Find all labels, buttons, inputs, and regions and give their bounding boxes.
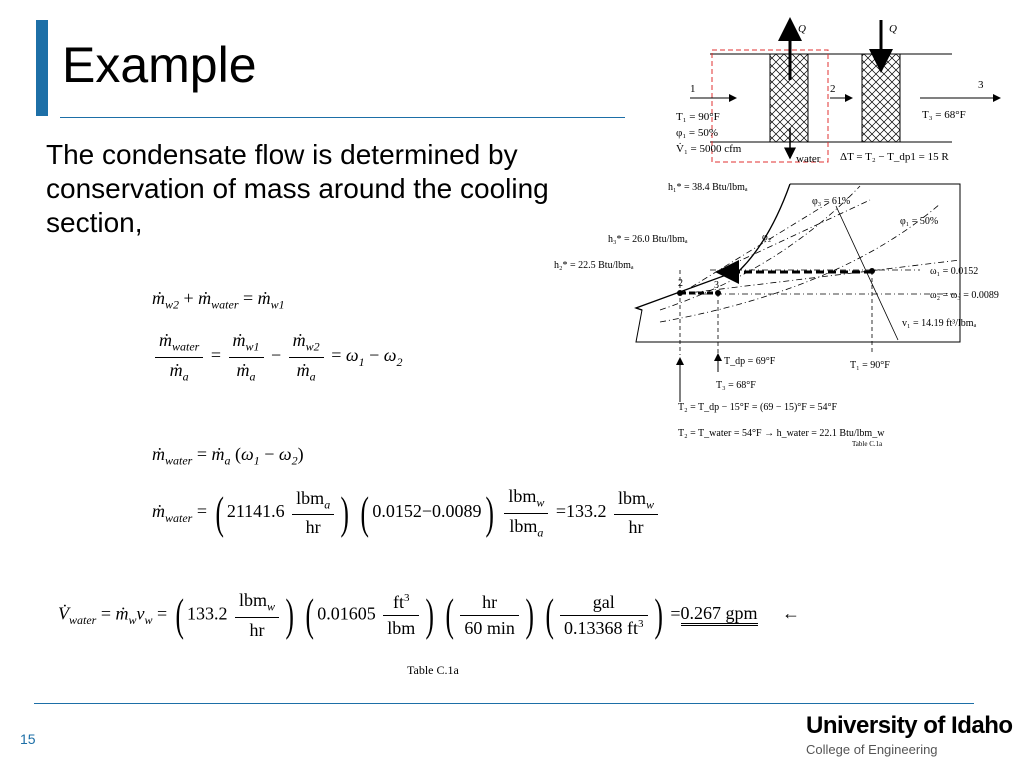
footer-divider [34, 703, 974, 704]
delta-t-label: ΔT = T₂ − T_dp1 = 15 R [840, 151, 949, 163]
phi1-label: φ₁ = 50% [676, 127, 718, 139]
state-2-label: 2 [830, 83, 836, 95]
state-3-label: 3 [978, 79, 984, 91]
t2-water-label: T₂ = T_water = 54°F → h_water = 22.1 Btu… [678, 428, 885, 439]
final-answer: 0.267 gpm [680, 603, 758, 627]
t2-calc-label: T₂ = T_dp − 15°F = (69 − 15)°F = 54°F [678, 402, 838, 413]
phi3-label: φ₃ = 61% [812, 196, 850, 207]
h2-label: h₂* = 22.5 Btu/lbmₐ [554, 260, 634, 271]
h3-label: h₃* = 26.0 Btu/lbmₐ [608, 234, 688, 245]
slide-title: Example [62, 37, 257, 93]
t3-label: T₃ = 68°F [922, 109, 966, 121]
equation-water-flow: ṁwater = ṁa (ω1 − ω2) [152, 444, 304, 468]
phi2-label: φ₂ [762, 232, 771, 243]
table-reference: Table C.1a [407, 663, 459, 677]
title-divider [60, 117, 625, 118]
t1-label: T₁ = 90°F [676, 111, 720, 123]
water-label: water [796, 153, 821, 165]
chart-state-2: 2 [678, 278, 683, 289]
title-accent-bar [36, 20, 48, 116]
omega23-label: ω₂ = ω₃ = 0.0089 [930, 290, 999, 301]
h1-label: h₁* = 38.4 Btu/lbmₐ [668, 182, 748, 193]
intro-text: The condensate flow is determined by con… [46, 139, 549, 238]
t3-axis-label: T₃ = 68°F [716, 380, 756, 391]
page-number: 15 [20, 731, 36, 747]
t1-axis-label: T₁ = 90°F [850, 360, 890, 371]
tdp-label: T_dp = 69°F [724, 356, 776, 367]
college-label: College of Engineering [806, 742, 938, 757]
phi1-curve-label: φ₁ = 50% [900, 216, 938, 227]
university-logo: University of Idaho [806, 712, 1013, 739]
equation-mass-balance: ṁw2 + ṁwater = ṁw1 [152, 288, 285, 312]
qc-label: Q [798, 23, 806, 35]
state-1-label: 1 [690, 83, 696, 95]
psychrometric-diagram: Q Q 1 2 3 T₁ = 90°F φ₁ = 50% V̇₁ = 5000 … [554, 17, 1001, 448]
v1-label: V̇₁ = 5000 cfm [676, 143, 742, 155]
table-small-label: Table C.1a [852, 440, 883, 448]
chart-state-3: 3 [714, 280, 719, 291]
qh-label: Q [889, 23, 897, 35]
v1-spec-label: v₁ = 14.19 ft³/lbmₐ [902, 318, 977, 329]
omega1-label: ω₁ = 0.0152 [930, 266, 978, 277]
